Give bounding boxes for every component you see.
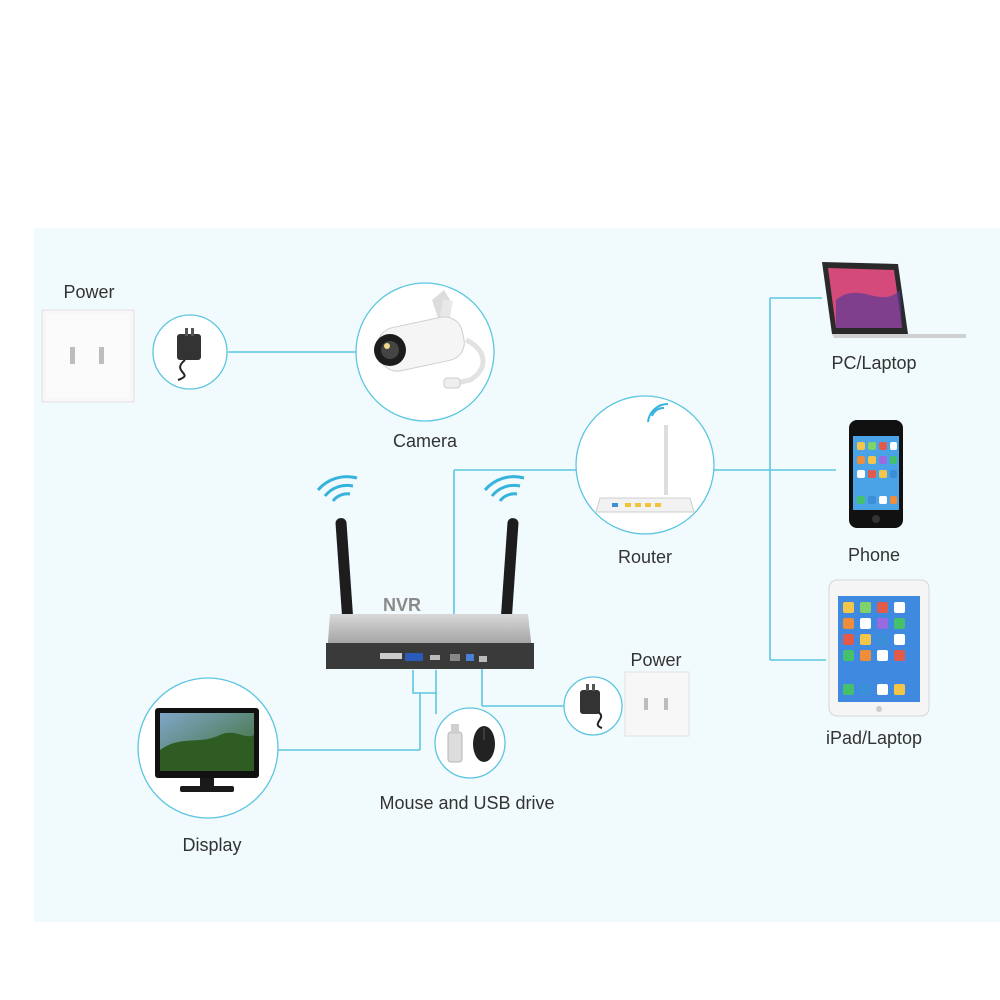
line-nvr-ports: [412, 670, 437, 694]
mouse-usb-label: Mouse and USB drive: [379, 793, 555, 813]
wall-outlet-icon: [624, 671, 690, 737]
tablet-icon: [828, 579, 930, 717]
mouse-icon: [473, 726, 495, 762]
monitor-icon: [155, 708, 259, 792]
phone-icon: [849, 420, 903, 528]
power-adapter-icon: [177, 328, 201, 381]
wall-outlet-icon: [41, 309, 135, 403]
wifi-signal-icon: [316, 475, 525, 502]
router-label: Router: [617, 547, 673, 567]
display-label: Display: [182, 835, 242, 855]
connection-lines: [228, 297, 836, 751]
bullet-camera-icon: [374, 290, 486, 389]
pc-laptop-label: PC/Laptop: [831, 353, 917, 373]
power-bottom-label: Power: [630, 650, 682, 670]
nvr-icon: [326, 518, 534, 669]
router-circle: [575, 395, 715, 535]
ipad-laptop-label: iPad/Laptop: [825, 728, 923, 748]
laptop-icon: [822, 262, 966, 338]
power-adapter-icon: [580, 684, 603, 729]
router-icon: [595, 402, 695, 513]
phone-label: Phone: [847, 545, 901, 565]
nvr-label: NVR: [382, 595, 422, 615]
usb-drive-icon: [447, 724, 463, 763]
power-top-label: Power: [63, 282, 115, 302]
camera-label: Camera: [392, 431, 458, 451]
